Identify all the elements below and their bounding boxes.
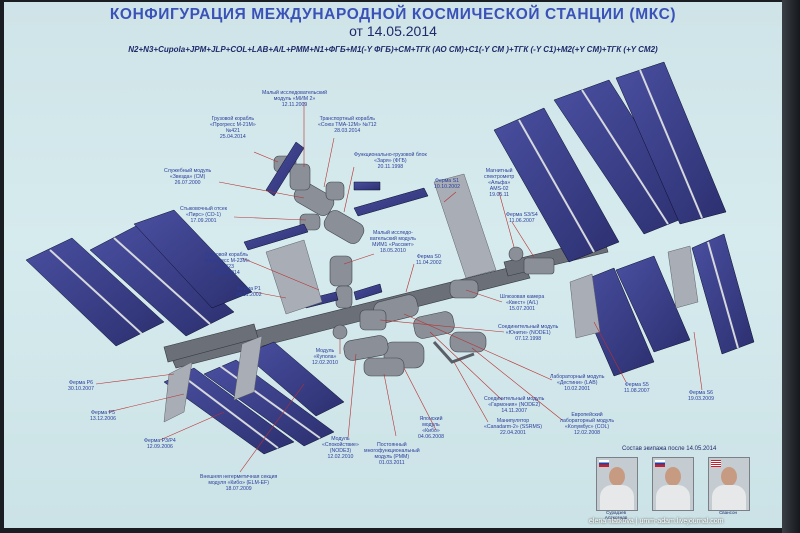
page-title: КОНФИГУРАЦИЯ МЕЖДУНАРОДНОЙ КОСМИЧЕСКОЙ С… xyxy=(109,6,677,23)
unity-module xyxy=(359,309,387,331)
progress-ship-2 xyxy=(325,181,345,201)
soyuz-solar xyxy=(353,283,383,301)
rassvet-module xyxy=(329,255,353,287)
label-s6: Ферма S6 19.03.2009 xyxy=(688,390,714,402)
page-date: от 14.05.2014 xyxy=(349,23,437,39)
label-p1: Ферма P1 28.11.2002 xyxy=(236,286,262,298)
station-diagram xyxy=(25,61,755,473)
russia-flag-icon xyxy=(599,460,609,467)
zvezda-solar-right xyxy=(353,187,429,217)
label-s5: Ферма S5 11.08.2007 xyxy=(624,382,650,394)
leader-lines xyxy=(95,102,703,473)
crew-photo-2 xyxy=(652,457,694,511)
label-unity: Соединительный модуль «Юнити» (NODE1) 07… xyxy=(498,324,559,342)
quest-airlock xyxy=(449,279,479,299)
label-progress-423: Грузовой корабль «Прогресс М-23М» №423 1… xyxy=(204,252,250,276)
starboard-radiator-3 xyxy=(667,245,699,309)
label-tranquility: Модуль «Спокойствие» (NODE3) 12.02.2010 xyxy=(322,436,359,460)
canadarm-arm xyxy=(432,340,475,364)
label-mim1: Малый исследо- вательский модуль МИМ1 «Р… xyxy=(370,230,416,254)
label-progress-421: Грузовой корабль «Прогресс М-21М» №421 2… xyxy=(210,116,256,140)
photo-credit: elena filatkova | umm-adam.livejournal.c… xyxy=(589,518,724,525)
russia-flag-icon xyxy=(655,460,665,467)
label-p3p4: Ферма P3/P4 12.09.2006 xyxy=(144,438,176,450)
poster: КОНФИГУРАЦИЯ МЕЖДУНАРОДНОЙ КОСМИЧЕСКОЙ С… xyxy=(4,2,782,528)
ams-spectrometer xyxy=(508,246,524,262)
port-radiator-1 xyxy=(163,361,193,423)
poster-edge-shadow xyxy=(782,0,800,533)
label-cupola: Модуль «Купола» 12.02.2010 xyxy=(312,348,338,366)
crew-name-1: Сурадзев Александр xyxy=(604,510,628,520)
crew-photo-1 xyxy=(596,457,638,511)
label-pmm: Постоянный многофункциональный модуль (P… xyxy=(364,442,420,466)
label-ams: Магнитный спектрометр «Альфа» AMS-02 19.… xyxy=(484,168,515,198)
pmm-module xyxy=(363,357,405,377)
label-s1: Ферма S1 10.10.2002 xyxy=(434,178,460,190)
starboard-radiator-2 xyxy=(569,273,601,339)
label-quest: Шлюзовая камера «Квест» (A/L) 15.07.2001 xyxy=(500,294,545,312)
label-zvezda: Служебный модуль «Звезда» (СМ) 26.07.200… xyxy=(164,168,212,186)
label-kibo: Японский модуль «Кибо» 04.06.2008 xyxy=(418,416,444,440)
configuration-formula: N2+N3+Cupola+JPM+JLP+COL+LAB+A/L+PMM+N1+… xyxy=(128,45,658,54)
cupola-module xyxy=(332,324,348,340)
mim2-module xyxy=(289,163,311,191)
label-elm-ef: Внешняя негерметичная секция модуля «Киб… xyxy=(200,474,278,492)
crew-photo-3 xyxy=(708,457,750,511)
label-canadarm: Манипулятор «Canadarm-2» (SSRMS) 22.04.2… xyxy=(484,418,542,436)
s3s4-truss-module xyxy=(523,257,555,275)
tranquility-module xyxy=(343,335,389,361)
zvezda-solar-left xyxy=(243,223,309,251)
label-columbus: Европейский лабораторный модуль «Колумбу… xyxy=(560,412,615,436)
soyuz-ship xyxy=(335,285,353,309)
starboard-radiator-1 xyxy=(433,173,497,279)
crew-name-3: Свансон xyxy=(719,510,737,515)
label-p5: Ферма P5 13.12.2006 xyxy=(90,410,116,422)
label-s0: Ферма S0 11.04.2002 xyxy=(416,254,442,266)
label-s3s4: Ферма S3/S4 11.06.2007 xyxy=(506,212,538,224)
crew-title: Состав экипажа после 14.05.2014 xyxy=(622,446,717,452)
port-radiator-2 xyxy=(233,335,263,401)
label-harmony: Соединительный модуль «Гармония» (NODE2)… xyxy=(484,396,545,414)
label-mim2: Малый исследовательский модуль «МИМ 2» 1… xyxy=(262,90,328,108)
label-p6: Ферма P6 30.10.2007 xyxy=(68,380,94,392)
label-soyuz-712: Транспортный корабль «Союз ТМА-12М» №712… xyxy=(318,116,377,134)
columbus-module xyxy=(449,331,487,353)
label-pirs: Стыковочный отсек «Пирс» (СО-1) 17.09.20… xyxy=(180,206,228,224)
fgb-solar-2 xyxy=(353,181,381,191)
fgb-module xyxy=(323,210,365,244)
central-radiator xyxy=(265,239,323,315)
label-destiny: Лабораторный модуль «Дестини» (LAB) 10.0… xyxy=(550,374,605,392)
port-solar-arrays-upper xyxy=(25,209,253,347)
label-fgb: Функционально-грузовой блок «Заря» (ФГБ)… xyxy=(354,152,427,170)
usa-flag-icon xyxy=(711,460,721,467)
